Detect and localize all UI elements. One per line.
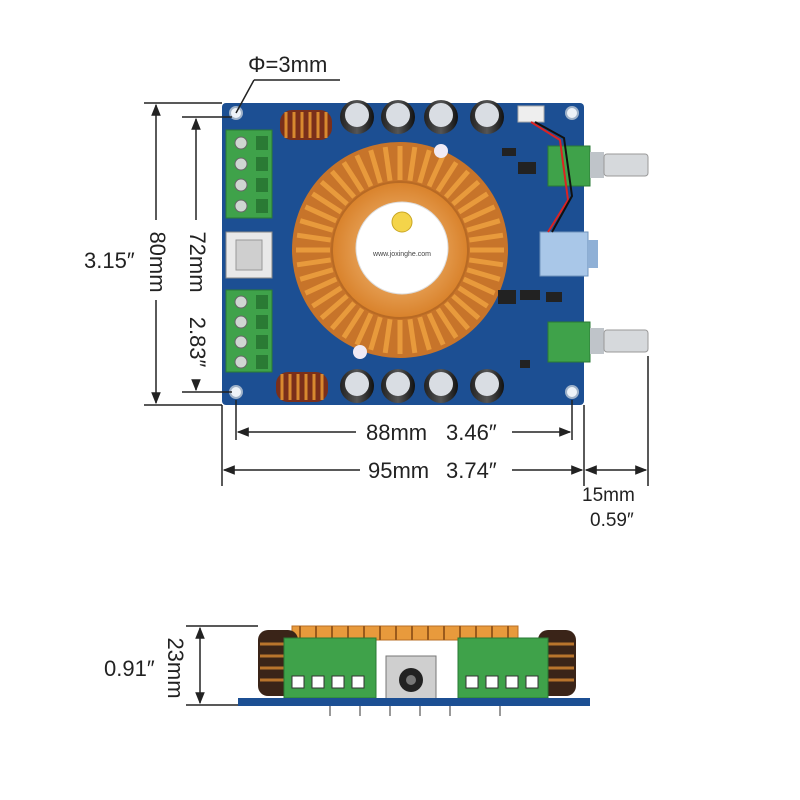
terminal-block-top: [225, 129, 273, 219]
heatsink-fin: [296, 257, 332, 268]
knob-length-inch-label: 0.59″: [590, 510, 634, 531]
heatsink-fin: [330, 301, 357, 331]
heatsink-fin: [382, 146, 393, 182]
heatsink-fin: [435, 307, 459, 339]
heatsink-fin: [354, 312, 374, 346]
terminal-block-bottom: [225, 289, 273, 373]
inner-height-inch-label: 2.83″: [185, 317, 210, 368]
heatsink-fin: [382, 318, 393, 354]
heatsink-fin: [354, 154, 374, 188]
heatsink-fin: [319, 293, 349, 320]
hole-span-mm-label: 88mm: [366, 420, 427, 445]
mounting-holes: [229, 106, 579, 399]
heatsink-fin: [468, 257, 504, 268]
side-dimension-lines: [186, 625, 258, 706]
chip-label-text: www.joxinghe.com: [372, 251, 431, 258]
heatsink-fin: [304, 276, 338, 296]
height-inch-label: 3.15″: [84, 248, 135, 273]
heatsink-fin: [443, 169, 470, 199]
heatsink-fin: [435, 161, 459, 193]
capacitors-top: [340, 100, 504, 134]
potentiometer-bottom: [547, 321, 649, 363]
inductor-top: [280, 110, 332, 140]
heatsink-fin: [457, 191, 489, 215]
heatsink-fin: [417, 149, 432, 184]
heatsink-fin: [407, 146, 418, 182]
inductor-bottom: [276, 372, 328, 402]
heatsink-fin: [407, 318, 418, 354]
heatsink-fin: [468, 232, 504, 243]
heatsink-fin: [457, 285, 489, 309]
heatsink-fin: [296, 232, 332, 243]
heatsink-fin: [451, 293, 481, 320]
heatsink-fin: [311, 191, 343, 215]
heatsink-fin: [426, 154, 446, 188]
heatsink-fin: [319, 180, 349, 207]
heatsink-fin: [417, 316, 432, 351]
heatsink-fin: [466, 218, 501, 233]
depth-mm-label: 23mm: [163, 637, 188, 698]
capacitors-bottom: [340, 369, 504, 403]
heatsink-fin: [341, 161, 365, 193]
heatsink-fin: [426, 312, 446, 346]
heatsink-fin: [304, 204, 338, 224]
heatsink-fin: [451, 180, 481, 207]
board-side-view: [238, 625, 590, 716]
pcb-side: [238, 698, 590, 706]
hole-diameter-label: Φ=3mm: [248, 52, 327, 77]
heatsink-fin: [330, 169, 357, 199]
hole-span-inch-label: 3.46″: [446, 420, 497, 445]
wire-connector: [517, 105, 574, 233]
heatsink-fin: [368, 149, 383, 184]
heatsink-fin: [368, 316, 383, 351]
inner-height-mm-label: 72mm: [185, 231, 210, 292]
depth-inch-label: 0.91″: [104, 656, 155, 681]
heatsink-fin: [299, 267, 334, 282]
dimension-lines: [144, 79, 649, 486]
heatsink-fin: [466, 267, 501, 282]
width-inch-label: 3.74″: [446, 458, 497, 483]
board-top-view: www.joxinghe.com: [222, 100, 649, 405]
heatsink-fin: [443, 301, 470, 331]
audio-jack: [539, 231, 598, 277]
heatsink-fin: [299, 218, 334, 233]
heatsink-fin: [462, 276, 496, 296]
heatsink-fin: [341, 307, 365, 339]
height-mm-label: 80mm: [145, 231, 170, 292]
heatsink-fin: [311, 285, 343, 309]
knob-length-mm-label: 15mm: [582, 485, 635, 506]
smd-components: [498, 148, 562, 368]
chip-label-sticker: [355, 201, 449, 295]
heatsink-fin: [462, 204, 496, 224]
width-mm-label: 95mm: [368, 458, 429, 483]
dc-power-jack: [225, 231, 273, 279]
heatsink: www.joxinghe.com: [292, 142, 508, 359]
